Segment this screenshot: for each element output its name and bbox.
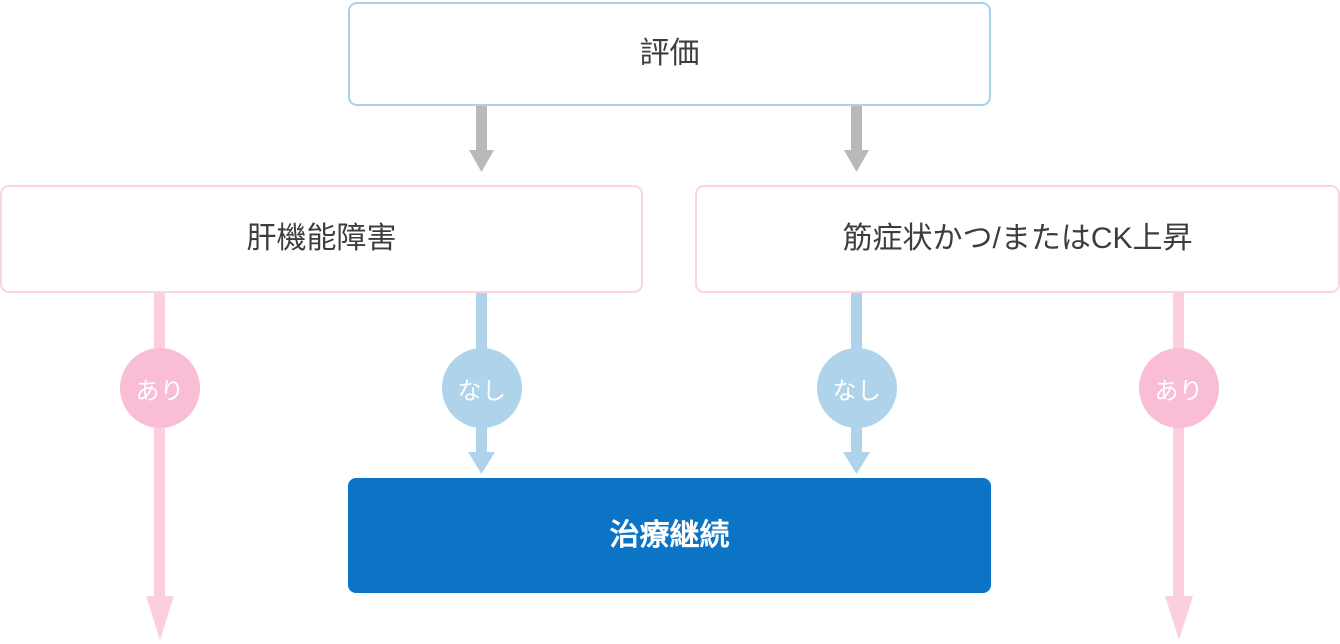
node-hepatic-dysfunction[interactable]: 肝機能障害 [0, 185, 643, 293]
node-hepatic-dysfunction-label: 肝機能障害 [246, 222, 397, 255]
edge-label-muscle-yes[interactable]: あり [1139, 348, 1219, 428]
edge-label-hepatic-yes-text: あり [135, 377, 185, 405]
node-muscle-symptoms[interactable]: 筋症状かつ/またはCK上昇 [695, 185, 1340, 293]
node-evaluation[interactable]: 評価 [348, 2, 991, 106]
edge-label-hepatic-no-text: なし [457, 377, 507, 405]
edge-label-hepatic-yes[interactable]: あり [120, 348, 200, 428]
node-continue-treatment[interactable]: 治療継続 [348, 478, 991, 593]
edge-hepatic-yes [146, 293, 174, 640]
node-evaluation-label: 評価 [639, 37, 700, 70]
edge-muscle-yes [1165, 293, 1193, 640]
node-muscle-symptoms-label: 筋症状かつ/またはCK上昇 [842, 222, 1193, 255]
edge-label-muscle-no-text: なし [832, 377, 882, 405]
edge-label-muscle-yes-text: あり [1154, 377, 1204, 405]
edge-label-hepatic-no[interactable]: なし [442, 348, 522, 428]
edge-evaluation-to-hepatic [469, 106, 494, 172]
edge-evaluation-to-muscle [844, 106, 869, 172]
edge-label-muscle-no[interactable]: なし [817, 348, 897, 428]
node-continue-treatment-label: 治療継続 [609, 518, 730, 552]
